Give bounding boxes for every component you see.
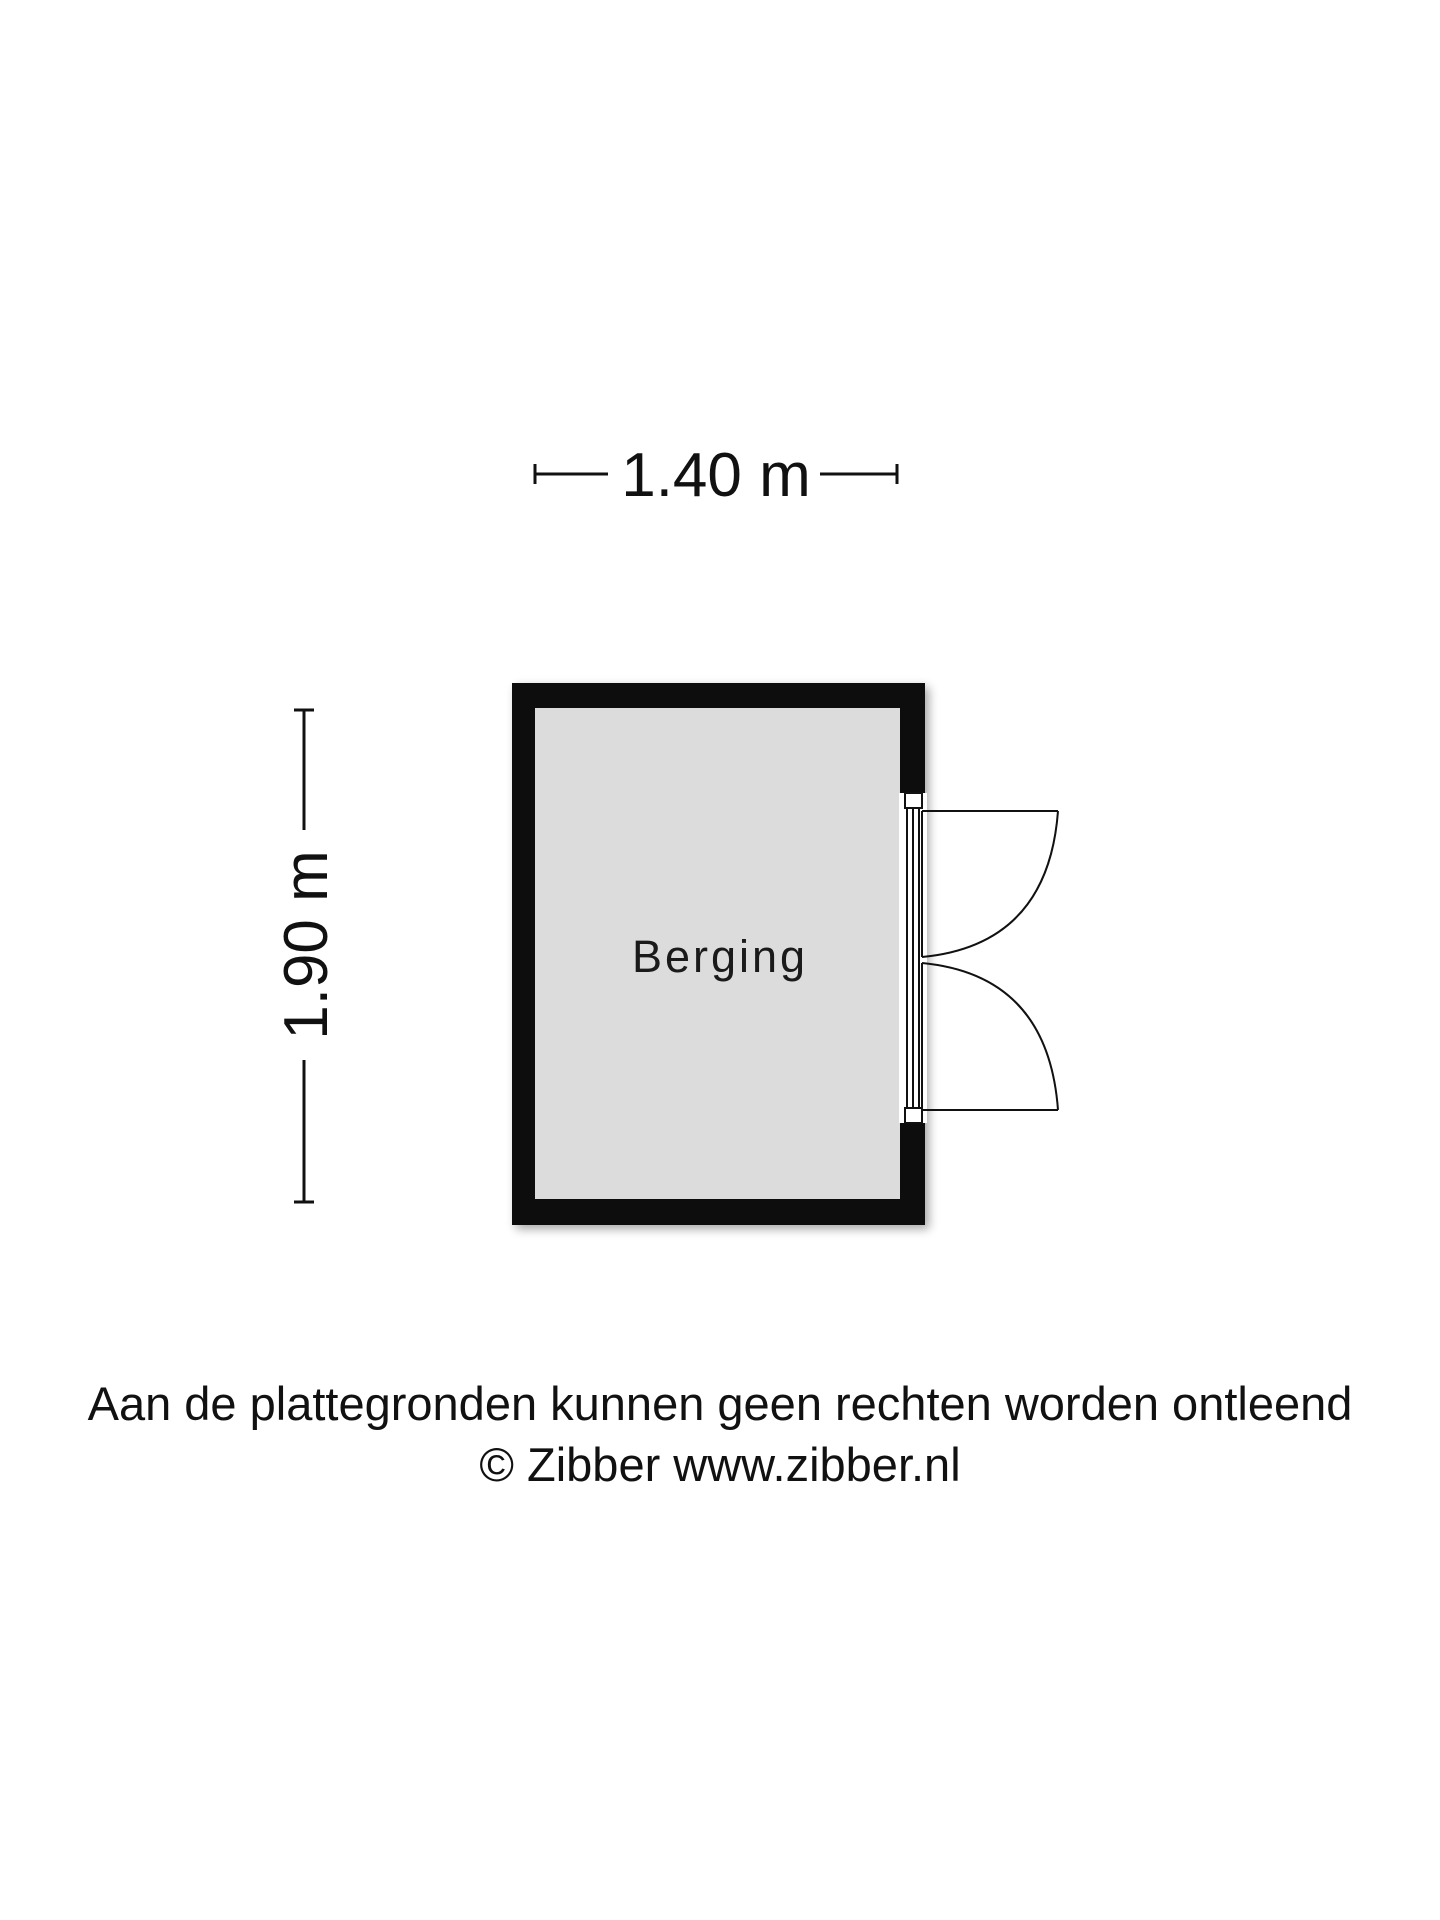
door-leaf-bottom xyxy=(921,962,1059,1111)
door-swing-arc-top xyxy=(921,810,1059,958)
height-dimension-label: 1.90 m xyxy=(272,850,341,1040)
double-door xyxy=(899,792,1059,1124)
door-swing-arc-bottom xyxy=(921,962,1059,1111)
door-frame-lines xyxy=(906,808,920,1108)
width-dimension-label: 1.40 m xyxy=(621,441,811,510)
disclaimer-text: Aan de plattegronden kunnen geen rechten… xyxy=(87,1377,1353,1430)
room-floor xyxy=(535,708,900,1199)
room-label: Berging xyxy=(632,931,808,982)
room-berging: Berging xyxy=(512,683,925,1225)
width-dimension xyxy=(533,464,899,484)
copyright-text: © Zibber www.zibber.nl xyxy=(479,1438,961,1491)
door-jamb-bottom xyxy=(904,1107,923,1124)
door-leaf-top xyxy=(921,810,1059,958)
door-jamb-top xyxy=(904,792,923,809)
height-dimension xyxy=(294,708,314,1204)
